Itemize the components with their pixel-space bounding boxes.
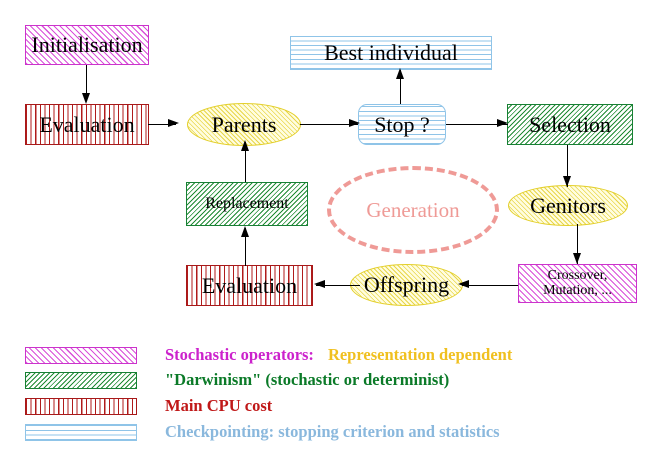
connector-replacement-to-parents: [245, 142, 247, 182]
legend-row-stochastic-operators: Stochastic operators: Representation depe…: [25, 345, 512, 365]
legend-label-darwinism: "Darwinism" (stochastic or determinist): [165, 370, 450, 389]
connector-evaluation-to-replacement: [245, 228, 247, 266]
legend-swatch-red: [25, 397, 137, 415]
node-generation-label: Generation: [366, 197, 460, 222]
node-evaluation-top[interactable]: Evaluation: [25, 104, 149, 145]
arrowhead-offspring-to-evaluation: [314, 280, 325, 288]
connector-evaluation-to-parents: [148, 124, 176, 126]
legend-row-darwinism: "Darwinism" (stochastic or determinist): [25, 370, 449, 390]
arrowhead-genitors-to-crossover: [573, 253, 581, 264]
legend-swatch-magenta: [25, 346, 137, 364]
legend-label-stochastic-operators: Stochastic operators:: [165, 345, 314, 364]
arrowhead-stop-to-selection: [497, 119, 508, 127]
node-evaluation-bottom[interactable]: Evaluation: [186, 265, 313, 306]
node-initialisation-label: Initialisation: [31, 32, 143, 58]
legend-text-main-cpu-cost: Main CPU cost: [165, 396, 272, 416]
arrowhead-evaluation-to-replacement: [241, 226, 249, 237]
node-best-individual[interactable]: Best individual: [290, 36, 492, 70]
node-offspring-label: Offspring: [363, 272, 450, 298]
arrowhead-replacement-to-parents: [241, 140, 249, 151]
node-selection[interactable]: Selection: [507, 104, 633, 145]
legend-swatch-green: [25, 371, 137, 389]
legend-row-main-cpu-cost: Main CPU cost: [25, 396, 272, 416]
node-crossover-mutation[interactable]: Crossover, Mutation, ...: [518, 264, 637, 303]
node-parents-label: Parents: [211, 111, 277, 137]
legend-text-stochastic-operators: Stochastic operators: Representation depe…: [165, 345, 512, 365]
arrowhead-crossover-to-offspring: [458, 280, 469, 288]
arrowhead-selection-to-genitors: [563, 176, 571, 187]
node-initialisation[interactable]: Initialisation: [25, 25, 149, 65]
legend-label-main-cpu-cost: Main CPU cost: [165, 396, 273, 415]
legend-swatch-blue: [25, 423, 137, 441]
node-stop-label: Stop ?: [374, 111, 430, 137]
node-evaluation-top-label: Evaluation: [39, 111, 135, 137]
legend-text-checkpointing: Checkpointing: stopping criterion and st…: [165, 422, 500, 442]
legend-label-checkpointing: Checkpointing: stopping criterion and st…: [165, 422, 500, 441]
legend-text-darwinism: "Darwinism" (stochastic or determinist): [165, 370, 449, 390]
node-evaluation-bottom-label: Evaluation: [201, 272, 298, 298]
arrowhead-evaluation-to-parents: [168, 119, 179, 127]
arrowhead-parents-to-stop: [349, 119, 360, 127]
node-best-individual-label: Best individual: [324, 40, 458, 66]
arrowhead-stop-to-best-individual: [396, 68, 404, 79]
arrowhead-initialisation-to-evaluation: [82, 93, 90, 104]
node-crossover-mutation-label-line2: Mutation, ...: [543, 282, 612, 298]
node-offspring[interactable]: Offspring: [350, 264, 463, 306]
node-genitors-label: Genitors: [530, 192, 606, 218]
connector-stop-to-selection: [446, 124, 508, 126]
node-crossover-mutation-label-line1: Crossover,: [547, 267, 608, 283]
node-replacement-label: Replacement: [205, 194, 289, 212]
node-parents[interactable]: Parents: [187, 103, 301, 146]
node-generation: Generation: [327, 166, 499, 254]
node-stop[interactable]: Stop ?: [358, 104, 446, 145]
node-genitors[interactable]: Genitors: [508, 185, 628, 226]
connector-genitors-to-crossover: [577, 224, 579, 264]
connector-parents-to-stop: [300, 124, 358, 126]
node-selection-label: Selection: [529, 111, 611, 137]
connector-crossover-to-offspring: [462, 285, 518, 287]
connector-stop-to-best-individual: [400, 70, 402, 104]
connector-offspring-to-evaluation: [316, 285, 360, 287]
connector-selection-to-genitors: [567, 145, 569, 187]
connector-initialisation-to-evaluation: [86, 65, 88, 95]
legend-label-representation-dependent: Representation dependent: [327, 345, 513, 364]
legend-row-checkpointing: Checkpointing: stopping criterion and st…: [25, 422, 500, 442]
node-replacement[interactable]: Replacement: [186, 182, 308, 226]
